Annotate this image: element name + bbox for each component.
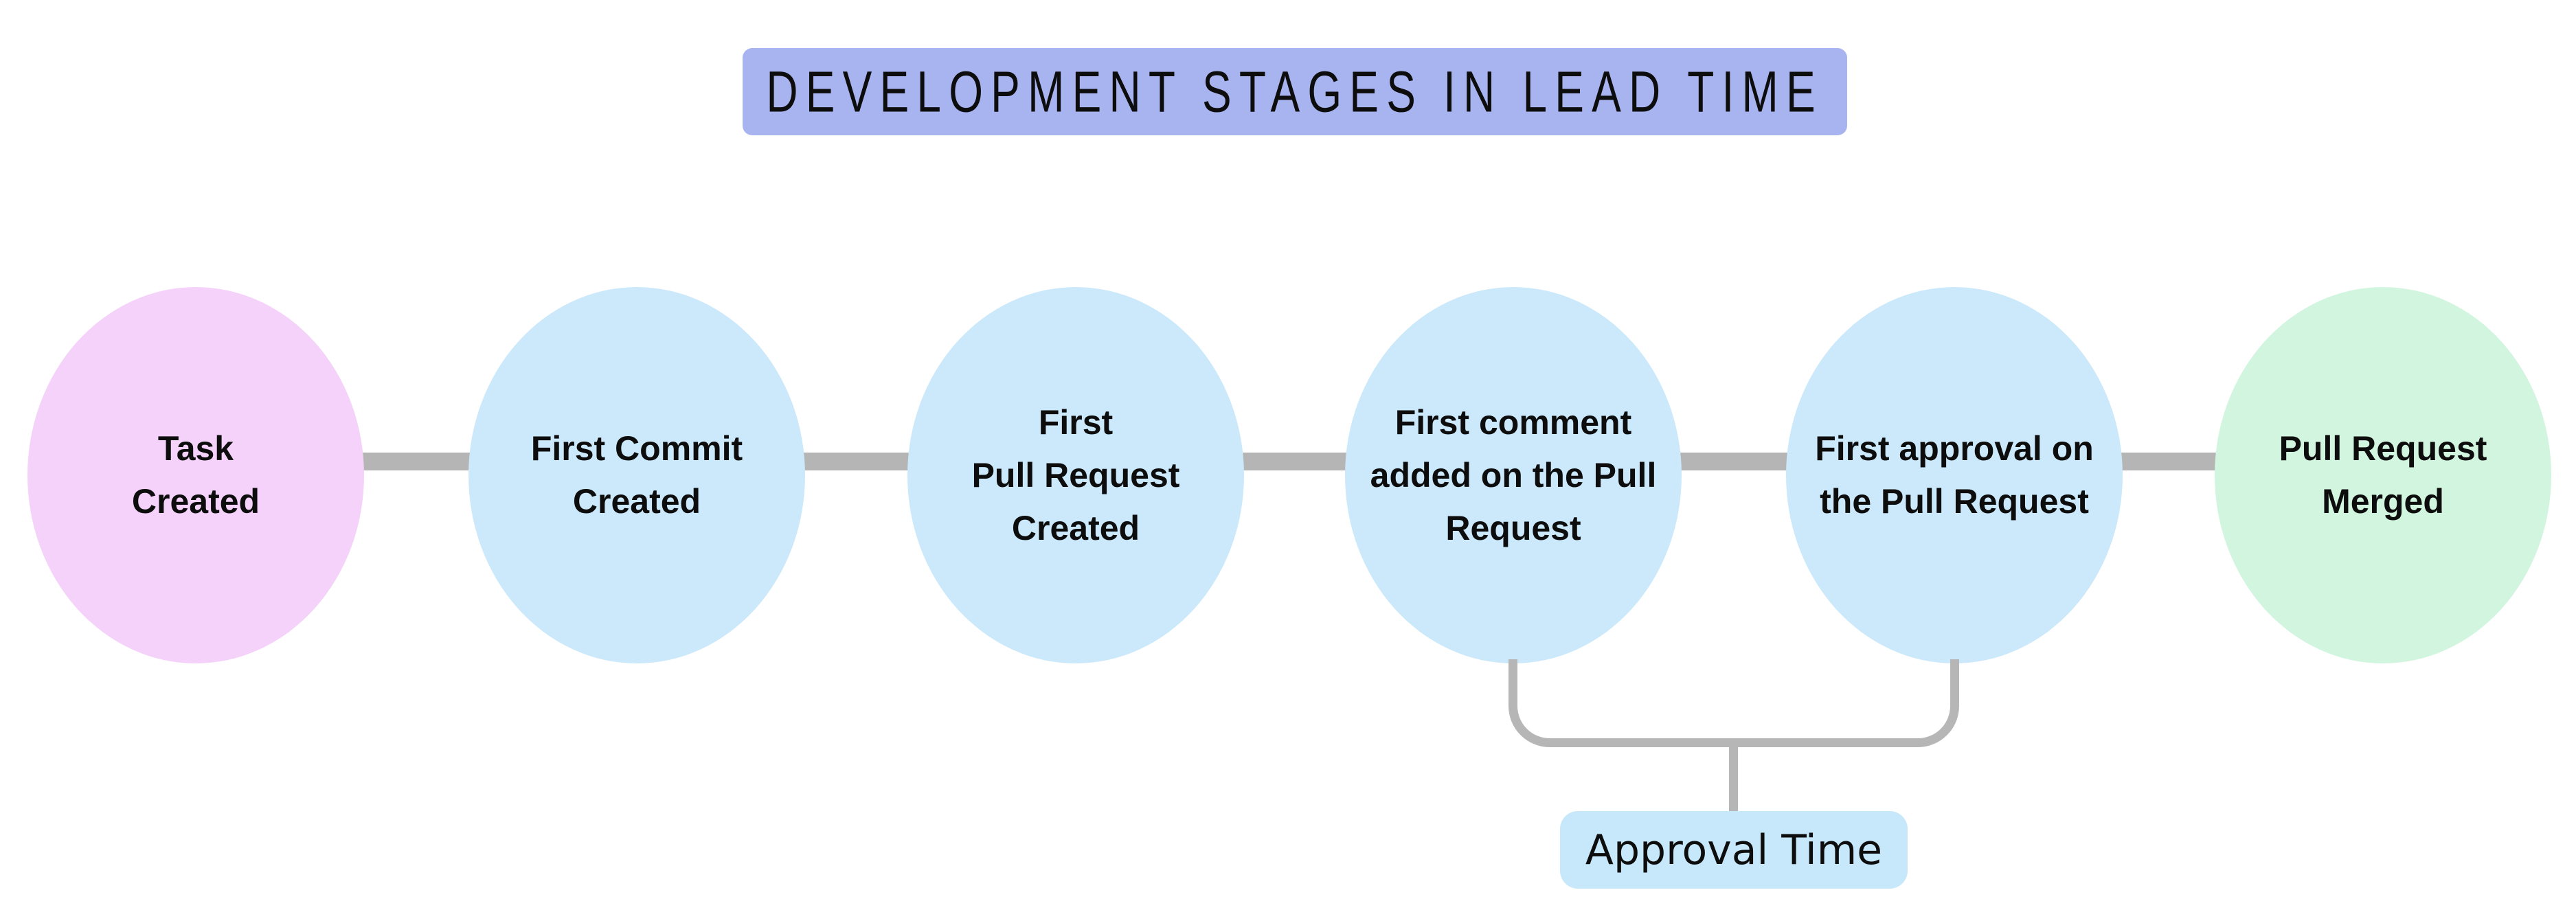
node-label: First comment added on the Pull Request: [1370, 402, 1657, 547]
node-first-approval: First approval on the Pull Request: [1786, 287, 2123, 663]
node-label: First Commit Created: [530, 429, 743, 521]
diagram-title-box: DEVELOPMENT STAGES IN LEAD TIME: [743, 48, 1847, 135]
node-label: Task Created: [131, 429, 260, 521]
node-task-created: Task Created: [27, 287, 364, 663]
approval-time-label: Approval Time: [1585, 825, 1883, 874]
approval-time-bracket: [1509, 659, 1959, 747]
diagram-title: DEVELOPMENT STAGES IN LEAD TIME: [766, 58, 1824, 124]
node-label: Pull Request Merged: [2279, 429, 2487, 521]
node-first-comment-added: First comment added on the Pull Request: [1345, 287, 1682, 663]
node-first-commit-created: First Commit Created: [468, 287, 805, 663]
node-label: First Pull Request Created: [971, 402, 1180, 547]
node-first-pull-request-created: First Pull Request Created: [907, 287, 1244, 663]
node-label: First approval on the Pull Request: [1815, 429, 2094, 521]
approval-time-bracket-stem: [1729, 747, 1738, 812]
node-pull-request-merged: Pull Request Merged: [2215, 287, 2551, 663]
approval-time-label-box: Approval Time: [1560, 811, 1908, 889]
